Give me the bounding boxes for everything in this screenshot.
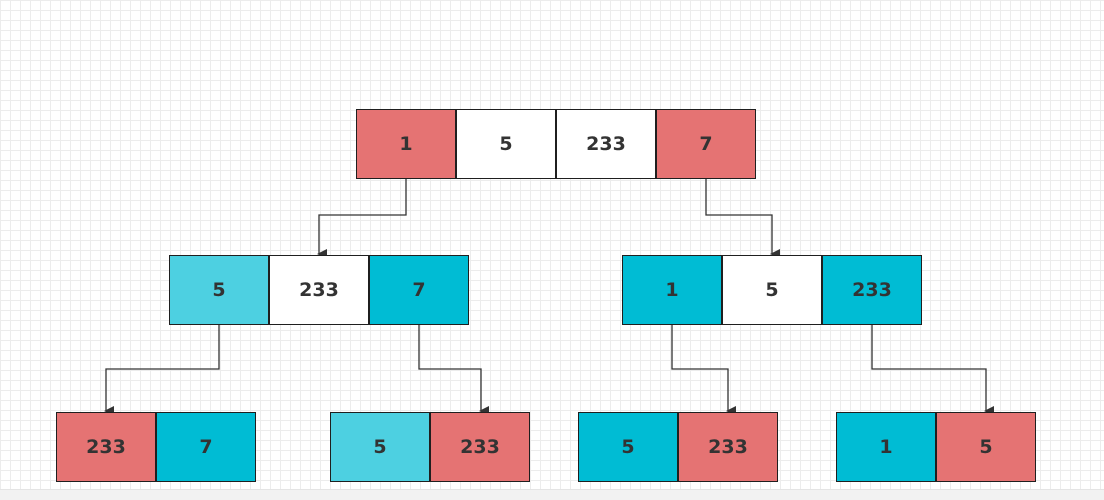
edge-left-leaf1 <box>104 325 220 416</box>
cell-right-0: 1 <box>622 255 722 325</box>
cell-root-2: 233 <box>556 109 656 179</box>
cell-root-0: 1 <box>356 109 456 179</box>
edge-root-right <box>705 179 780 259</box>
cell-leaf4-0: 1 <box>836 412 936 482</box>
bottom-scroll-bar <box>0 489 1104 500</box>
cell-right-2: 233 <box>822 255 922 325</box>
cell-left-0: 5 <box>169 255 269 325</box>
cell-root-3: 7 <box>656 109 756 179</box>
edge-left-leaf2 <box>418 325 489 416</box>
edge-right-leaf3 <box>671 325 736 416</box>
cell-leaf2-0: 5 <box>330 412 430 482</box>
cell-leaf1-0: 233 <box>56 412 156 482</box>
cell-leaf3-1: 233 <box>678 412 778 482</box>
cell-leaf1-1: 7 <box>156 412 256 482</box>
edge-root-left <box>317 179 407 259</box>
cell-leaf3-0: 5 <box>578 412 678 482</box>
cell-root-1: 5 <box>456 109 556 179</box>
cell-left-1: 233 <box>269 255 369 325</box>
cell-right-1: 5 <box>722 255 822 325</box>
cell-leaf2-1: 233 <box>430 412 530 482</box>
cell-leaf4-1: 5 <box>936 412 1036 482</box>
edge-right-leaf4 <box>871 325 994 416</box>
cell-left-2: 7 <box>369 255 469 325</box>
